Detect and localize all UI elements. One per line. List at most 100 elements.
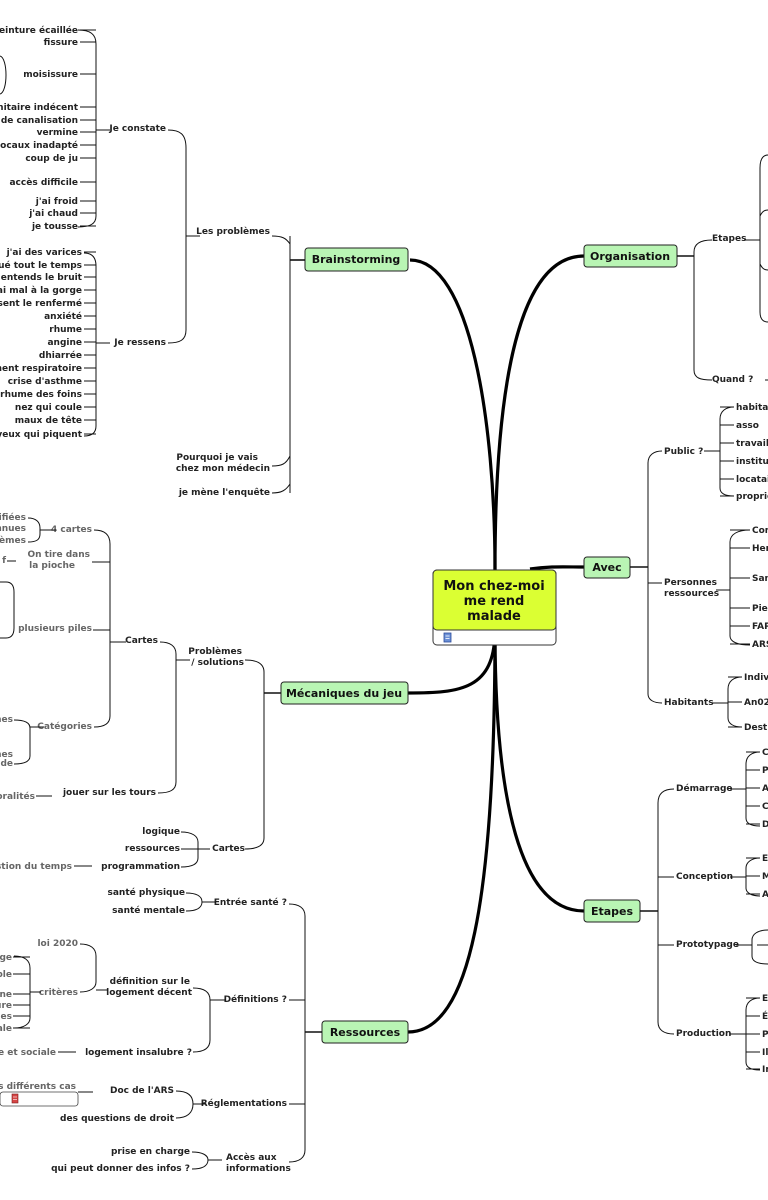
entree-sante-label[interactable]: Entrée santé ? bbox=[214, 897, 287, 908]
definition-decent-line2[interactable]: logement décent bbox=[106, 987, 193, 998]
constate-item-7[interactable]: locaux inadapté bbox=[0, 140, 78, 151]
constate-item-6[interactable]: vermine bbox=[37, 128, 78, 138]
quatre-cartes-sub-2[interactable]: nnues bbox=[0, 524, 26, 534]
ressens-item-2[interactable]: gué tout le temps bbox=[0, 260, 82, 271]
categorie-item-3[interactable]: ide bbox=[0, 759, 13, 769]
doc-ars-label[interactable]: Doc de l'ARS bbox=[110, 1086, 174, 1096]
demarrage-item-4[interactable]: C bbox=[762, 802, 768, 812]
orga-etapes-label[interactable]: Etapes bbox=[712, 234, 746, 244]
personne-item-6[interactable]: ARS bbox=[752, 640, 768, 650]
public-item-1[interactable]: habitar bbox=[736, 403, 768, 413]
ressens-item-14[interactable]: maux de tête bbox=[15, 415, 82, 426]
critere-item-3[interactable]: ne bbox=[0, 990, 12, 1000]
on-tire-pioche-line2[interactable]: la pioche bbox=[29, 561, 75, 571]
production-item-5[interactable]: In bbox=[762, 1065, 768, 1075]
ressens-item-9[interactable]: dhiarrée bbox=[39, 350, 82, 361]
note-icon[interactable] bbox=[443, 632, 452, 643]
production-item-3[interactable]: P bbox=[762, 1030, 768, 1040]
jouer-sur-les-tours-label[interactable]: jouer sur les tours bbox=[62, 788, 156, 798]
constate-item-4[interactable]: anitaire indécent bbox=[0, 102, 79, 113]
document-icon[interactable] bbox=[11, 1093, 19, 1104]
qui-peut-donner-label[interactable]: qui peut donner des infos ? bbox=[51, 1164, 190, 1174]
constate-item-5[interactable]: e de canalisation bbox=[0, 116, 78, 126]
ressens-item-4[interactable]: 'ai mal à la gorge bbox=[0, 286, 82, 296]
je-ressens-label[interactable]: Je ressens bbox=[113, 338, 166, 348]
f-label[interactable]: f bbox=[2, 556, 6, 566]
branch-mecaniques-du-jeu[interactable]: Mécaniques du jeu bbox=[280, 681, 409, 705]
public-item-2[interactable]: asso bbox=[736, 421, 759, 431]
branch-ressources[interactable]: Ressources bbox=[321, 1020, 409, 1044]
categorie-item-2[interactable]: mes bbox=[0, 750, 13, 760]
personnes-ressources-line1[interactable]: Personnes bbox=[664, 578, 717, 588]
central-topic[interactable]: Mon chez-moi me rend malade bbox=[432, 569, 557, 646]
production-label[interactable]: Production bbox=[676, 1029, 731, 1039]
plusieurs-piles-label[interactable]: plusieurs piles bbox=[18, 624, 92, 634]
personne-item-2[interactable]: Her bbox=[752, 544, 768, 554]
quand-label[interactable]: Quand ? bbox=[712, 375, 753, 385]
reglementations-label[interactable]: Réglementations bbox=[201, 1098, 287, 1109]
prototypage-label[interactable]: Prototypage bbox=[676, 940, 739, 950]
criteres-label[interactable]: critères bbox=[39, 987, 78, 998]
constate-item-10[interactable]: j'ai froid bbox=[35, 197, 78, 207]
les-problemes-label[interactable]: Les problèmes bbox=[196, 226, 270, 237]
ressens-item-6[interactable]: anxiété bbox=[44, 311, 82, 322]
je-constate-label[interactable]: Je constate bbox=[108, 124, 166, 134]
programmation-label[interactable]: programmation bbox=[101, 862, 180, 872]
critere-item-1[interactable]: ge bbox=[0, 953, 12, 963]
ressources-label[interactable]: ressources bbox=[125, 844, 180, 854]
problemes-solutions-line1[interactable]: Problèmes bbox=[188, 646, 242, 657]
conception-item-3[interactable]: A bbox=[762, 890, 768, 900]
ressens-item-15[interactable]: yeux qui piquent bbox=[0, 430, 83, 440]
production-item-2[interactable]: É bbox=[762, 1010, 768, 1022]
constate-item-11[interactable]: j'ai chaud bbox=[28, 209, 78, 219]
quatre-cartes-sub-1[interactable]: tifiées bbox=[0, 512, 26, 523]
ressens-item-12[interactable]: rhume des foins bbox=[0, 390, 82, 400]
constate-item-2[interactable]: fissure bbox=[44, 38, 78, 48]
je-mene-enquete-label[interactable]: je mène l'enquête bbox=[178, 487, 270, 498]
prise-en-charge-label[interactable]: prise en charge bbox=[111, 1147, 190, 1157]
critere-item-4[interactable]: ure bbox=[0, 1001, 12, 1011]
quatre-cartes-sub-3[interactable]: lèmes bbox=[0, 535, 26, 546]
ressens-item-7[interactable]: rhume bbox=[49, 325, 82, 335]
ressens-item-5[interactable]: sent le renfermé bbox=[0, 298, 82, 309]
acces-info-line1[interactable]: Accès aux bbox=[226, 1152, 277, 1163]
categories-label[interactable]: Catégories bbox=[37, 721, 92, 732]
ressens-item-1[interactable]: j'ai des varices bbox=[6, 248, 82, 258]
questions-de-droit-label[interactable]: des questions de droit bbox=[60, 1114, 175, 1124]
on-tire-pioche-line1[interactable]: On tire dans bbox=[27, 550, 90, 560]
loi-2020-label[interactable]: loi 2020 bbox=[37, 939, 78, 949]
categorie-item-1[interactable]: mes bbox=[0, 715, 13, 725]
habitants-label[interactable]: Habitants bbox=[664, 698, 714, 708]
pourquoi-medecin-line1[interactable]: Pourquoi je vais bbox=[176, 453, 258, 463]
branch-etapes[interactable]: Etapes bbox=[583, 899, 641, 923]
personne-item-3[interactable]: Sam bbox=[752, 574, 768, 584]
public-item-6[interactable]: proprié bbox=[736, 491, 768, 502]
demarrage-item-3[interactable]: A bbox=[762, 784, 768, 794]
habitant-item-3[interactable]: Desti bbox=[744, 723, 768, 733]
ressens-item-13[interactable]: nez qui coule bbox=[15, 403, 82, 413]
ressens-item-10[interactable]: ment respiratoire bbox=[0, 364, 82, 374]
personne-item-4[interactable]: Pier bbox=[752, 604, 768, 614]
constate-item-3[interactable]: moisissure bbox=[23, 70, 78, 80]
pourquoi-medecin-line2[interactable]: chez mon médecin bbox=[176, 463, 270, 474]
conception-label[interactable]: Conception bbox=[676, 872, 733, 882]
les-differents-cas-node[interactable]: Les différents cas bbox=[0, 1081, 79, 1107]
quatre-cartes-label[interactable]: 4 cartes bbox=[51, 525, 92, 535]
public-item-4[interactable]: institut bbox=[736, 457, 768, 467]
constate-item-12[interactable]: je tousse bbox=[31, 222, 78, 232]
definitions-label[interactable]: Définitions ? bbox=[224, 994, 287, 1005]
cale-sociale-label[interactable]: cale et sociale bbox=[0, 1048, 56, 1058]
personnes-ressources-line2[interactable]: ressources bbox=[664, 589, 719, 599]
demarrage-item-1[interactable]: C bbox=[762, 748, 768, 758]
personne-item-1[interactable]: Con bbox=[752, 526, 768, 536]
public-item-5[interactable]: locatai bbox=[736, 475, 768, 485]
constate-item-9[interactable]: accès difficile bbox=[9, 177, 78, 188]
production-item-1[interactable]: E bbox=[762, 994, 768, 1004]
public-label[interactable]: Public ? bbox=[664, 447, 703, 457]
conception-item-2[interactable]: M bbox=[762, 872, 768, 882]
conception-item-1[interactable]: E bbox=[762, 854, 768, 864]
critere-item-2[interactable]: ble bbox=[0, 970, 12, 980]
habitant-item-1[interactable]: Indiv bbox=[744, 673, 768, 683]
branch-avec[interactable]: Avec bbox=[583, 556, 631, 579]
problemes-solutions-line2[interactable]: / solutions bbox=[191, 658, 244, 668]
